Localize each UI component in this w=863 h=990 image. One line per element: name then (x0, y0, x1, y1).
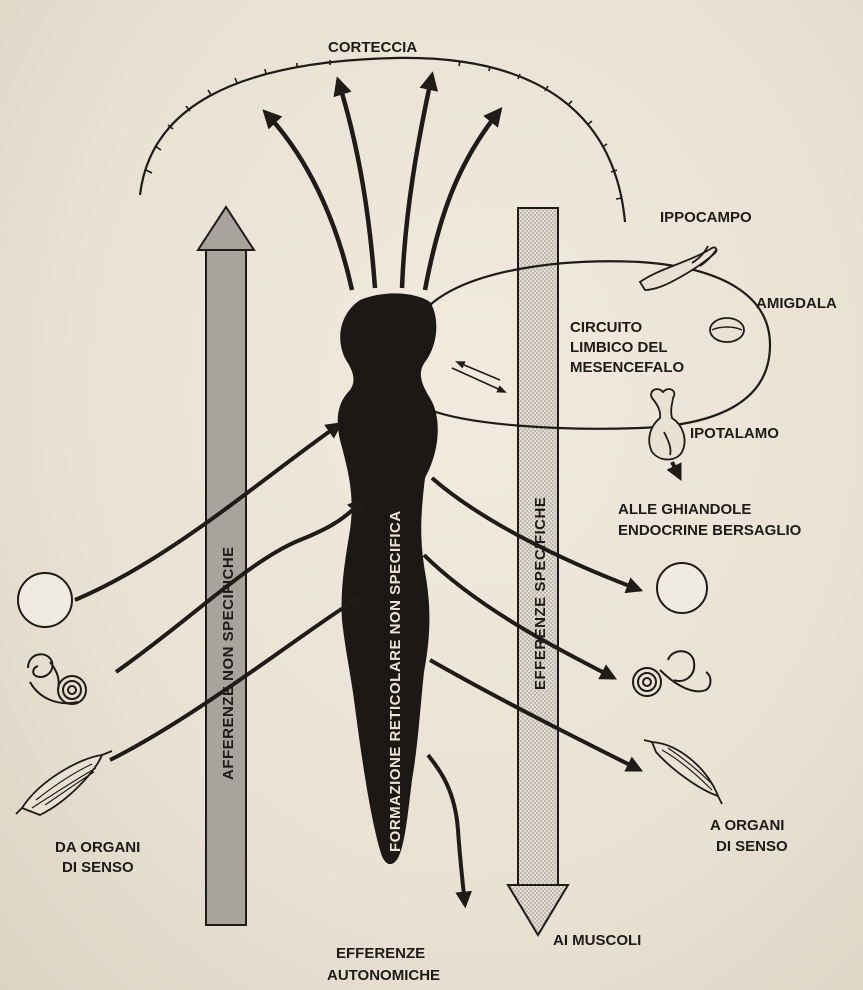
hippocampus-shape (640, 246, 716, 290)
autonomic-label-line1: EFFERENZE (336, 945, 425, 962)
hypothalamus-label: IPOTALAMO (690, 425, 779, 442)
limbic-label-line2: LIMBICO DEL (570, 339, 668, 356)
glands-label-line1: ALLE GHIANDOLE (618, 501, 751, 518)
limbic-label-line1: CIRCUITO (570, 319, 643, 336)
hippocampus-label: IPPOCAMPO (660, 209, 752, 226)
hypothalamus-output-arrow (672, 462, 680, 478)
ear-icon-right (633, 651, 711, 696)
to-muscles-label: AI MUSCOLI (553, 932, 641, 949)
from-senses-label-line2: DI SENSO (62, 859, 134, 876)
autonomic-label-line2: AUTONOMICHE (327, 967, 440, 984)
to-senses-label-line2: DI SENSO (716, 838, 788, 855)
amygdala-shape (710, 318, 744, 342)
to-senses-label-line1: A ORGANI (710, 817, 784, 834)
cortex-arc (140, 58, 625, 222)
muscle-icon (16, 751, 112, 815)
from-senses-label-line1: DA ORGANI (55, 839, 140, 856)
ear-icon (28, 654, 86, 704)
reticular-label: FORMAZIONE RETICOLARE NON SPECIFICA (387, 510, 404, 852)
limbic-double-arrows (452, 362, 505, 392)
efferent-label: EFFERENZE SPECIFICHE (532, 497, 549, 690)
amygdala-label: AMIGDALA (756, 295, 837, 312)
cortex-ticks (146, 60, 622, 199)
cortex-projection-arrows (265, 75, 500, 290)
cortex-label: CORTECCIA (328, 39, 417, 56)
limbic-label-line3: MESENCEFALO (570, 359, 685, 376)
eye-icon (18, 573, 72, 627)
hypothalamus-shape (649, 389, 684, 459)
muscle-icon-right (644, 740, 722, 804)
glands-label-line2: ENDOCRINE BERSAGLIO (618, 522, 802, 539)
eye-icon-right (657, 563, 707, 613)
